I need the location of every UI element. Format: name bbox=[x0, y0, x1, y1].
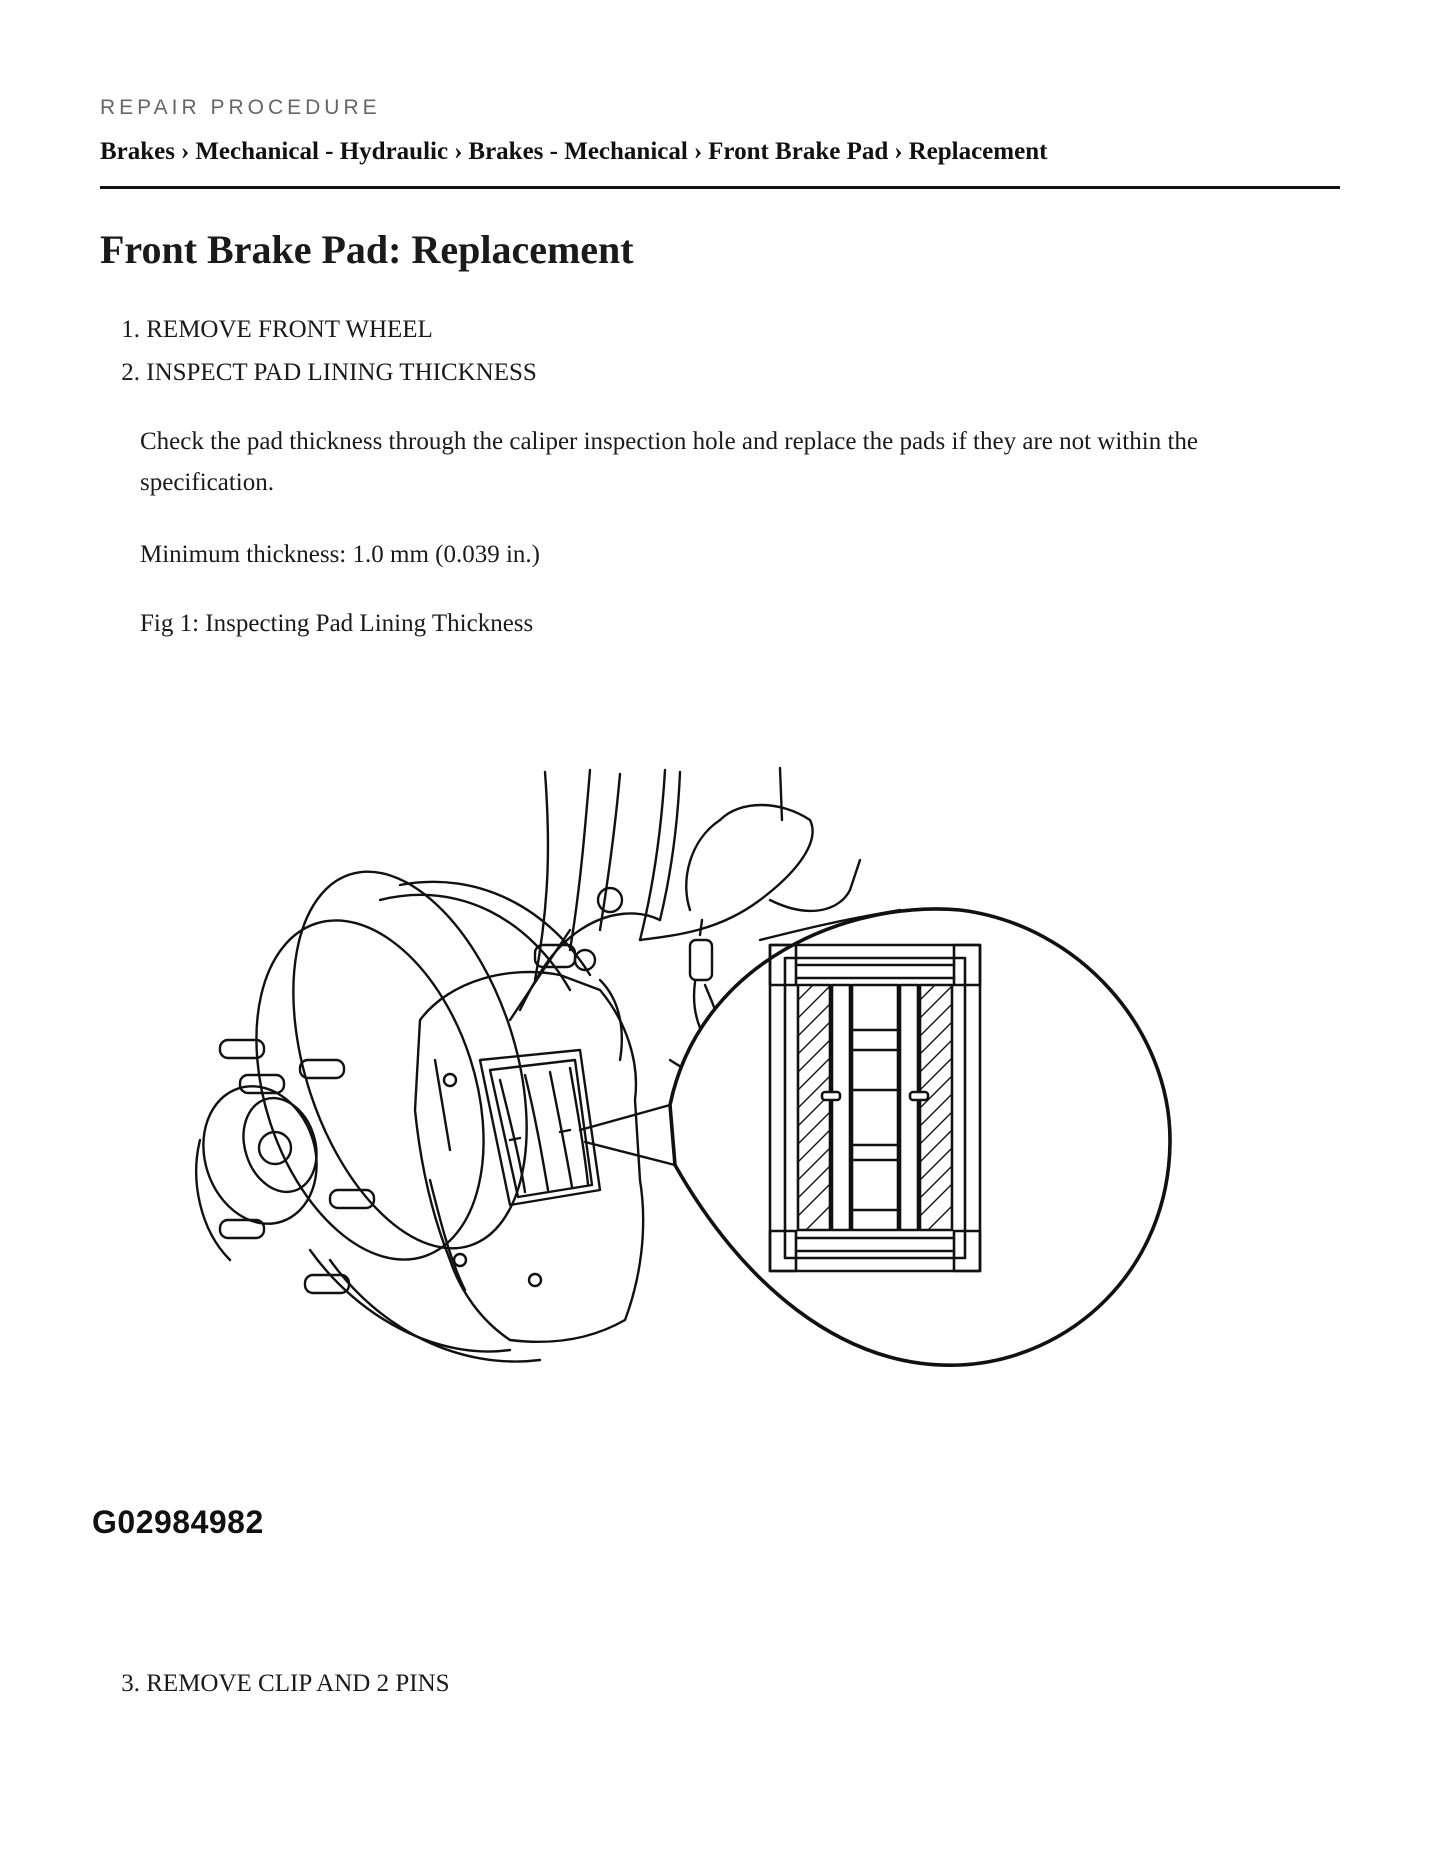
breadcrumb-item-brakes[interactable]: Brakes bbox=[100, 138, 175, 165]
brake-rotor-drawing bbox=[255, 870, 592, 1363]
step-text: REMOVE CLIP AND 2 PINS bbox=[146, 1670, 450, 1697]
page-title: Front Brake Pad: Replacement bbox=[100, 227, 634, 272]
brake-caliper-illustration bbox=[80, 760, 1210, 1560]
step-text: INSPECT PAD LINING THICKNESS bbox=[146, 359, 537, 386]
step-item: 2. INSPECT PAD LINING THICKNESS bbox=[110, 359, 537, 387]
pad-thickness-detail bbox=[768, 943, 982, 1273]
header-divider bbox=[100, 186, 1340, 189]
step-description: Check the pad thickness through the cali… bbox=[140, 428, 1198, 496]
step-item: 1. REMOVE FRONT WHEEL bbox=[110, 316, 433, 344]
step-number: 1. bbox=[121, 316, 140, 343]
breadcrumb-item-brakes-mechanical[interactable]: Brakes - Mechanical bbox=[468, 138, 688, 165]
spec-line: Minimum thickness: 1.0 mm (0.039 in.) bbox=[140, 541, 540, 568]
breadcrumb: Brakes›Mechanical - Hydraulic›Brakes - M… bbox=[100, 138, 1340, 166]
breadcrumb-item-mechanical-hydraulic[interactable]: Mechanical - Hydraulic bbox=[195, 138, 449, 165]
breadcrumb-separator: › bbox=[181, 138, 190, 165]
step-number: 3. bbox=[121, 1670, 140, 1697]
step-text: REMOVE FRONT WHEEL bbox=[146, 316, 433, 343]
breadcrumb-separator: › bbox=[693, 138, 703, 165]
figure-caption: Fig 1: Inspecting Pad Lining Thickness bbox=[140, 610, 534, 637]
step-item: 3. REMOVE CLIP AND 2 PINS bbox=[110, 1670, 450, 1698]
figure-id-label: G02984982 bbox=[92, 1504, 264, 1540]
breadcrumb-item-front-brake-pad[interactable]: Front Brake Pad bbox=[708, 138, 889, 165]
breadcrumb-separator: › bbox=[454, 138, 463, 165]
section-kicker: REPAIR PROCEDURE bbox=[100, 96, 381, 119]
suspension-arm-drawing bbox=[508, 766, 902, 1062]
breadcrumb-item-replacement[interactable]: Replacement bbox=[908, 138, 1048, 165]
step-number: 2. bbox=[121, 359, 140, 386]
breadcrumb-separator: › bbox=[894, 138, 903, 165]
wheel-hub-drawing bbox=[195, 1038, 376, 1295]
brake-caliper-drawing bbox=[413, 970, 677, 1343]
